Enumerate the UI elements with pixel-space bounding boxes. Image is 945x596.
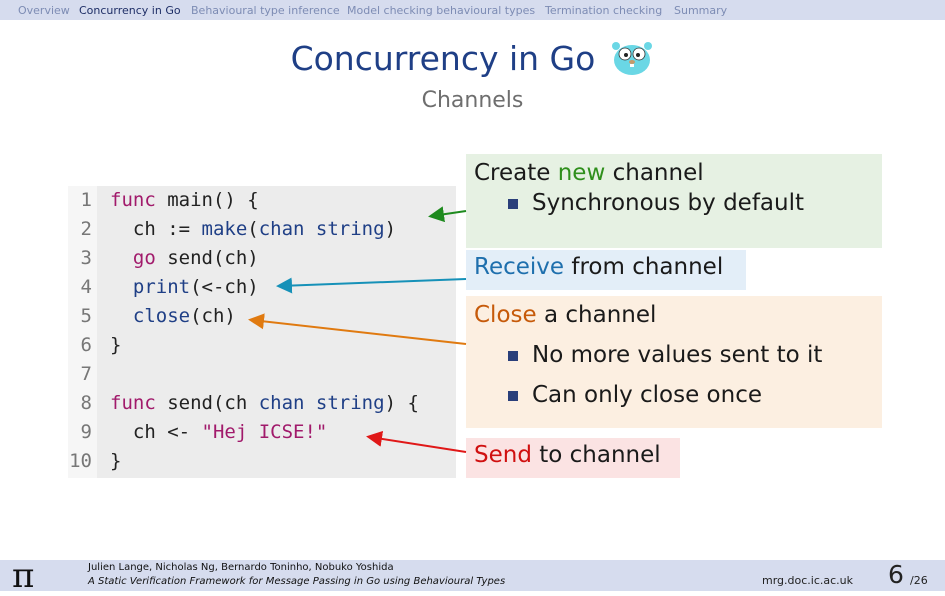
nav-item-inference[interactable]: Behavioural type inference: [191, 4, 340, 17]
nav-item-concurrency[interactable]: Concurrency in Go: [79, 4, 181, 17]
nav-item-model-checking[interactable]: Model checking behavioural types: [347, 4, 536, 17]
close-arrow: [248, 313, 467, 345]
footer-site[interactable]: mrg.doc.ic.ac.uk: [762, 574, 854, 587]
nav-item-overview[interactable]: Overview: [18, 4, 70, 17]
code-line: 7: [80, 363, 92, 385]
code-block: [97, 186, 456, 478]
receive-arrow: [276, 277, 467, 294]
code-line: 4 print(<-ch): [80, 276, 259, 298]
gopher-icon: [610, 36, 654, 80]
nav-item-summary[interactable]: Summary: [674, 4, 728, 17]
nav-item-termination[interactable]: Termination checking: [545, 4, 663, 17]
receive-channel-box: Receive from channel: [466, 250, 746, 290]
line-number-gutter: [68, 186, 97, 478]
code-line: 10}: [69, 450, 122, 472]
send-arrow: [366, 430, 467, 453]
footer-authors: Julien Lange, Nicholas Ng, Bernardo Toni…: [88, 562, 394, 573]
create-arrow: [428, 206, 467, 223]
code-line: 9 ch <- "Hej ICSE!": [80, 421, 328, 443]
footer-paper-title: A Static Verification Framework for Mess…: [88, 576, 506, 587]
create-channel-box: Create new channel Synchronous by defaul…: [466, 154, 882, 248]
slide-header: Concurrency in Go: [0, 36, 945, 80]
page-total: /26: [910, 574, 928, 587]
send-channel-box: Send to channel: [466, 438, 680, 478]
footer-bar: [0, 560, 945, 591]
close-channel-box: Close a channel No more values sent to i…: [466, 296, 882, 428]
code-line: 6}: [80, 334, 122, 356]
page-number: 6: [888, 560, 904, 589]
nav-bar: Overview Concurrency in Go Behavioural t…: [0, 0, 945, 20]
pi-logo-icon: π: [12, 556, 35, 596]
slide-title: Concurrency in Go: [290, 38, 596, 78]
slide-subtitle: Channels: [421, 88, 524, 113]
code-line: 3 go send(ch): [80, 247, 259, 269]
code-line: 5 close(ch): [80, 305, 236, 327]
code-line: 2 ch := make(chan string): [80, 218, 397, 240]
